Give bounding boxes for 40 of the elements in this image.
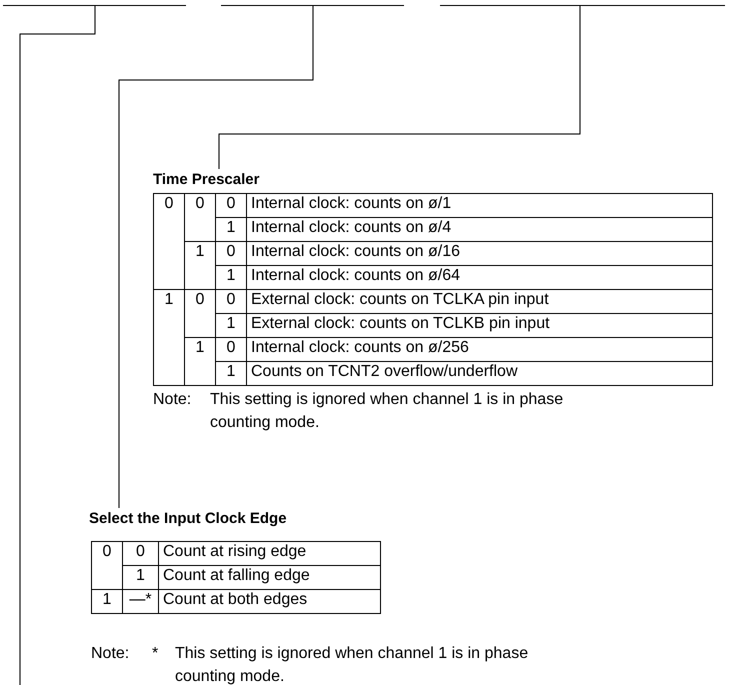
bit-value-cell: 0 bbox=[216, 194, 246, 218]
section-heading: Select the Input Clock Edge bbox=[89, 509, 287, 529]
note-text: This setting is ignored when channel 1 is in phase counting mode. bbox=[175, 644, 530, 685]
bit-value-cell: 1 bbox=[184, 242, 216, 290]
leader-line bbox=[118, 6, 314, 508]
bit-value-cell: 0 bbox=[122, 542, 158, 566]
description-cell: Count at both edges bbox=[158, 590, 380, 614]
bit-value-cell: 1 bbox=[154, 290, 184, 386]
bit-value-cell: —* bbox=[122, 590, 158, 614]
description-cell: Internal clock: counts on ø/1 bbox=[246, 194, 712, 218]
bit-value-cell: 0 bbox=[216, 290, 246, 314]
description-cell: Count at rising edge bbox=[158, 542, 380, 566]
bit-value-cell: 0 bbox=[92, 542, 122, 590]
bit-value-cell: 0 bbox=[216, 338, 246, 362]
description-cell: Counts on TCNT2 overflow/underflow bbox=[246, 362, 712, 386]
description-cell: Internal clock: counts on ø/4 bbox=[246, 218, 712, 242]
bit-value-cell: 0 bbox=[216, 242, 246, 266]
description-cell: Internal clock: counts on ø/256 bbox=[246, 338, 712, 362]
note-label: Note: bbox=[153, 390, 192, 410]
footnote-mark: * bbox=[152, 644, 158, 664]
leader-line bbox=[20, 6, 96, 685]
bit-value-cell: 1 bbox=[216, 362, 246, 386]
bit-value-cell: 1 bbox=[122, 566, 158, 590]
description-cell: Internal clock: counts on ø/16 bbox=[246, 242, 712, 266]
section-heading: Time Prescaler bbox=[153, 170, 260, 190]
bit-value-cell: 1 bbox=[216, 218, 246, 242]
description-cell: External clock: counts on TCLKB pin input bbox=[246, 314, 712, 338]
note-text: This setting is ignored when channel 1 is in phase counting mode. bbox=[210, 390, 564, 433]
bit-value-cell: 1 bbox=[216, 314, 246, 338]
description-cell: External clock: counts on TCLKA pin input bbox=[246, 290, 712, 314]
bit-value-cell: 1 bbox=[184, 338, 216, 386]
note-label: Note: bbox=[91, 644, 130, 664]
leader-line bbox=[218, 6, 580, 170]
bit-value-cell: 0 bbox=[184, 194, 216, 242]
bit-value-cell: 0 bbox=[184, 290, 216, 338]
bit-value-cell: 1 bbox=[92, 590, 122, 614]
description-cell: Internal clock: counts on ø/64 bbox=[246, 266, 712, 290]
bit-value-cell: 1 bbox=[216, 266, 246, 290]
bit-value-cell: 0 bbox=[154, 194, 184, 290]
description-cell: Count at falling edge bbox=[158, 566, 380, 590]
